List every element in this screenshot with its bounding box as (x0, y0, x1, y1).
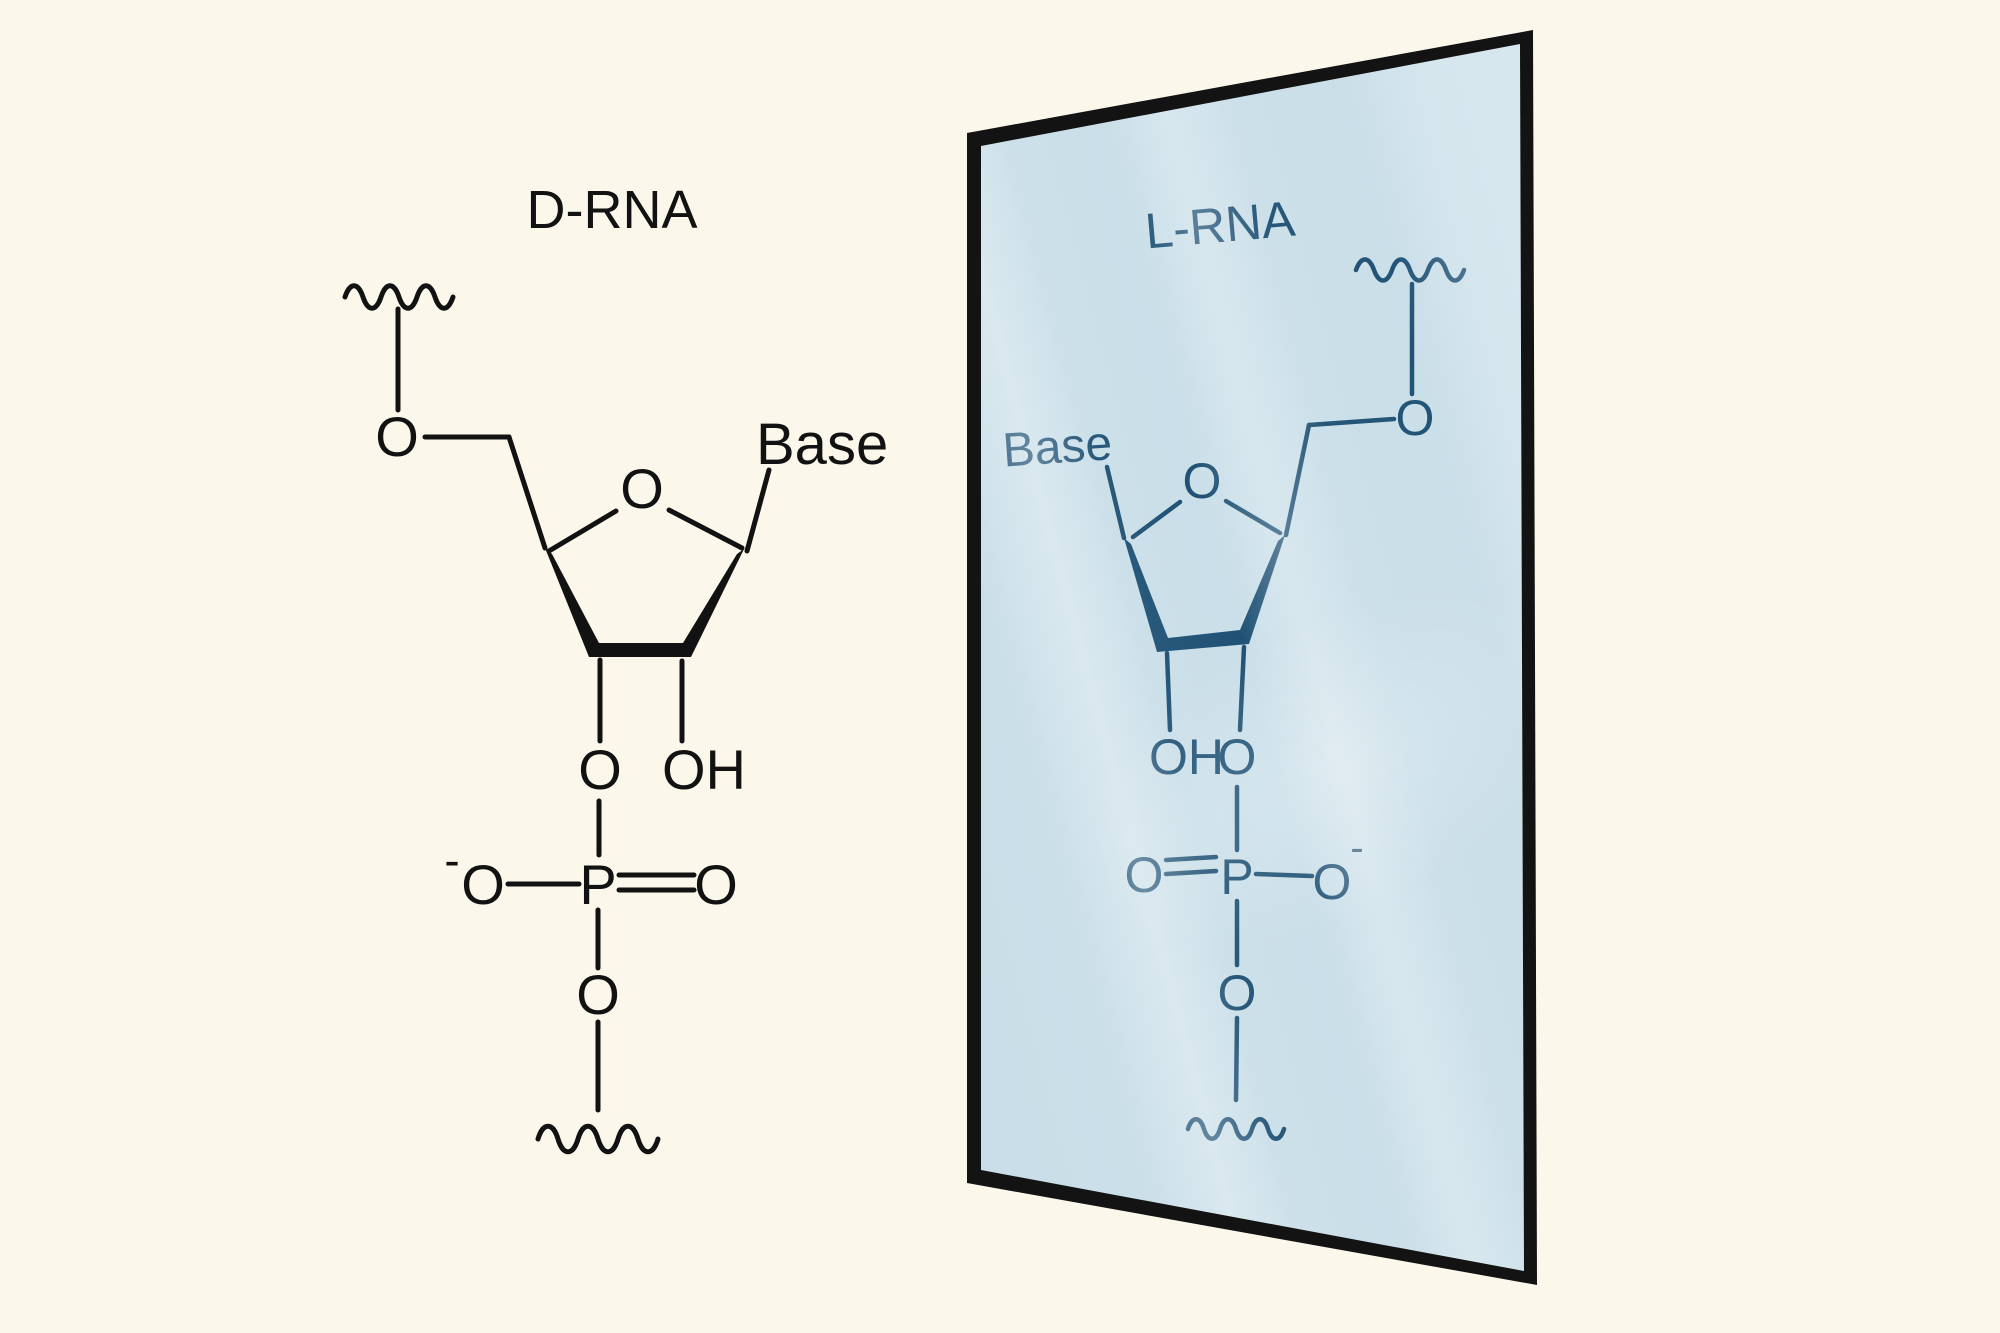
d-atom-p: P (579, 853, 616, 916)
d-ring-bold-rim (545, 548, 744, 657)
d-rna-title: D-RNA (527, 180, 698, 240)
d-bond-ringo-c1 (666, 507, 745, 551)
d-atom-oh: OH (662, 738, 746, 801)
d-bond-c1-base (744, 467, 772, 554)
d-atom-phosphate-o-right: O (694, 853, 738, 916)
d-atom-o5: O (375, 405, 419, 468)
d-bond-c5-c4 (506, 434, 548, 551)
d-phosphate-minus: - (444, 834, 459, 886)
d-atom-phosphate-o-left: O (461, 853, 505, 916)
d-bond-ringo-c4 (546, 508, 619, 554)
mirror-glass-content: L-RNA O O Base OH O (981, 44, 1524, 1271)
mirror-glow-highlight (1081, 586, 1524, 954)
d-atom-ring-o: O (620, 457, 664, 520)
d-bottom-squiggle (535, 1123, 661, 1155)
d-rna-structure: D-RNA O O Base O OH - O P O O (342, 180, 888, 1155)
mirror-panel: L-RNA O O Base OH O (967, 30, 1537, 1285)
d-base-label: Base (756, 412, 888, 477)
d-top-squiggle (342, 283, 456, 311)
d-atom-bridge-o: O (576, 963, 620, 1026)
d-atom-o3: O (578, 738, 622, 801)
